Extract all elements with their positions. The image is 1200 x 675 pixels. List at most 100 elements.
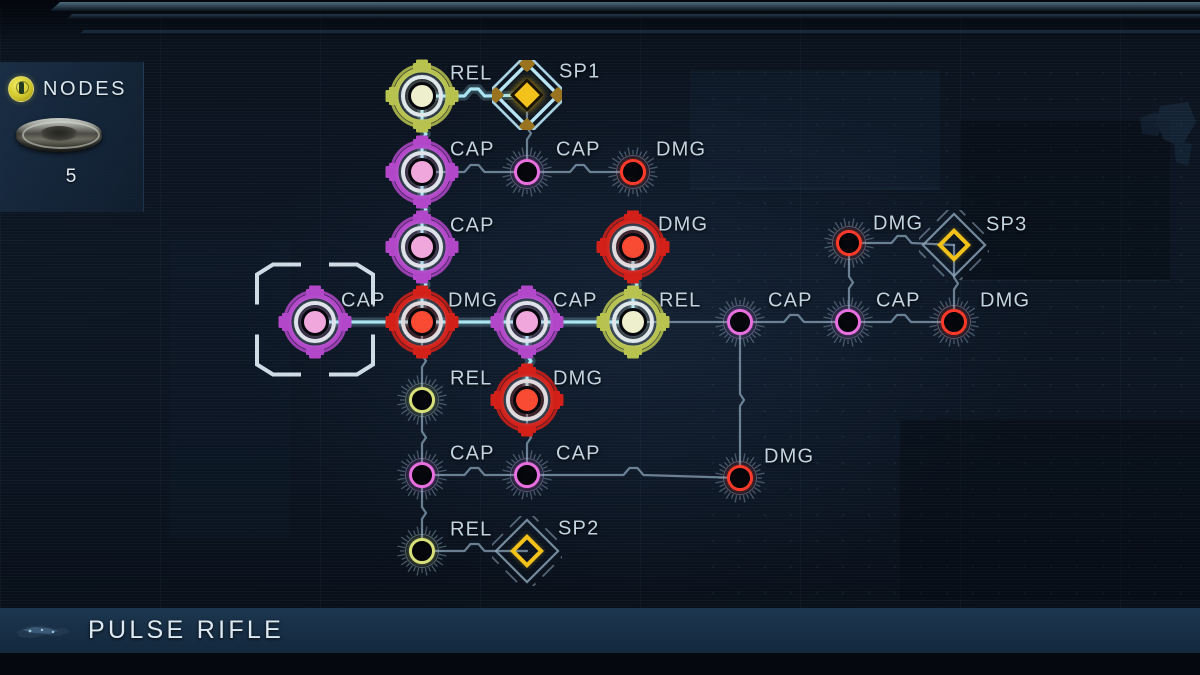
node-core xyxy=(727,465,753,491)
node-dmg-b1[interactable] xyxy=(490,363,564,437)
node-label-rel-top: REL xyxy=(450,62,493,85)
node-label-dmg-r1: DMG xyxy=(656,138,707,161)
node-halo xyxy=(510,458,544,492)
background-edge xyxy=(960,280,1170,281)
node-cap-f2[interactable] xyxy=(822,296,874,348)
node-active-ring xyxy=(401,226,443,268)
node-sp1[interactable] xyxy=(492,60,562,130)
node-core xyxy=(408,233,436,261)
node-cap-b1[interactable] xyxy=(396,449,448,501)
node-active-ring xyxy=(401,151,443,193)
node-halo xyxy=(510,155,544,189)
link-segment xyxy=(738,320,746,480)
node-halo xyxy=(831,305,865,339)
node-label-dmg-far1: DMG xyxy=(873,212,924,235)
node-rel-b1[interactable] xyxy=(396,374,448,426)
node-label-cap-f1: CAP xyxy=(768,289,813,312)
node-halo xyxy=(616,155,650,189)
node-currency-icon xyxy=(8,76,34,102)
node-cap-c2[interactable] xyxy=(385,210,459,284)
background-plate xyxy=(900,420,1200,600)
node-cap-f1[interactable] xyxy=(714,296,766,348)
background-plate xyxy=(960,120,1170,280)
node-label-cap-b1: CAP xyxy=(450,442,495,465)
node-halo xyxy=(405,458,439,492)
node-cap-row[interactable] xyxy=(490,285,564,359)
node-core xyxy=(727,309,753,335)
node-active-ring xyxy=(612,226,654,268)
link-segment xyxy=(847,234,956,247)
node-core xyxy=(409,462,435,488)
node-core xyxy=(619,233,647,261)
node-label-cap-c1: CAP xyxy=(450,138,495,161)
node-active-ring xyxy=(506,301,548,343)
node-label-rel-b2: REL xyxy=(450,518,493,541)
background-plate xyxy=(690,70,940,190)
node-core xyxy=(835,309,861,335)
node-disc-item-icon xyxy=(16,110,102,158)
node-halo xyxy=(723,461,757,495)
node-sp2[interactable] xyxy=(492,516,562,586)
node-label-cap-b2: CAP xyxy=(556,442,601,465)
node-active-ring xyxy=(506,379,548,421)
node-rel-top[interactable] xyxy=(385,59,459,133)
node-rel-row[interactable] xyxy=(596,285,670,359)
node-halo xyxy=(723,305,757,339)
link-segment xyxy=(738,313,850,324)
node-label-cap-r1: CAP xyxy=(556,138,601,161)
node-active-ring xyxy=(401,301,443,343)
nodes-panel-header: NODES xyxy=(8,76,127,102)
node-dmg-r1[interactable] xyxy=(607,146,659,198)
node-core xyxy=(408,158,436,186)
node-label-rel-b1: REL xyxy=(450,367,493,390)
node-cap-b2[interactable] xyxy=(501,449,553,501)
node-label-sp2: SP2 xyxy=(558,517,600,540)
weapon-bar: PULSE RIFLE xyxy=(0,608,1200,653)
node-core xyxy=(513,308,541,336)
node-dmg-mid[interactable] xyxy=(596,210,670,284)
node-label-dmg-b1: DMG xyxy=(553,367,604,390)
node-dmg-far1[interactable] xyxy=(823,217,875,269)
pulse-rifle-silhouette-icon xyxy=(12,620,74,642)
link-segment xyxy=(420,466,529,477)
node-core xyxy=(408,82,436,110)
node-core xyxy=(409,538,435,564)
node-core xyxy=(408,308,436,336)
node-label-rel-row: REL xyxy=(659,289,702,312)
node-dmg-b2[interactable] xyxy=(714,452,766,504)
background-debris-icon xyxy=(1140,102,1196,166)
link-segment xyxy=(420,542,529,553)
node-halo xyxy=(405,383,439,417)
background-plate xyxy=(170,240,290,540)
node-active-ring xyxy=(401,75,443,117)
node-cap-left[interactable] xyxy=(278,285,352,359)
weapon-name: PULSE RIFLE xyxy=(88,616,285,644)
node-label-dmg-row: DMG xyxy=(448,289,499,312)
nodes-panel: NODES 5 xyxy=(0,62,144,212)
node-cap-r1[interactable] xyxy=(501,146,553,198)
selection-bracket xyxy=(253,261,377,384)
background-edge xyxy=(690,188,940,189)
nodes-panel-title: NODES xyxy=(43,77,128,100)
link-segment xyxy=(420,94,428,174)
node-label-cap-c2: CAP xyxy=(450,214,495,237)
node-label-dmg-f3: DMG xyxy=(980,289,1031,312)
node-core xyxy=(514,159,540,185)
node-dmg-f3[interactable] xyxy=(928,296,980,348)
node-halo xyxy=(405,534,439,568)
link-segment xyxy=(525,320,533,402)
node-sp3[interactable] xyxy=(919,210,989,280)
node-active-ring xyxy=(612,301,654,343)
node-core xyxy=(619,308,647,336)
node-label-dmg-mid: DMG xyxy=(658,213,709,236)
node-core xyxy=(941,309,967,335)
node-cap-c1[interactable] xyxy=(385,135,459,209)
node-dmg-row[interactable] xyxy=(385,285,459,359)
node-label-sp3: SP3 xyxy=(986,213,1028,236)
node-core xyxy=(409,387,435,413)
node-core xyxy=(301,308,329,336)
node-rel-b2[interactable] xyxy=(396,525,448,577)
